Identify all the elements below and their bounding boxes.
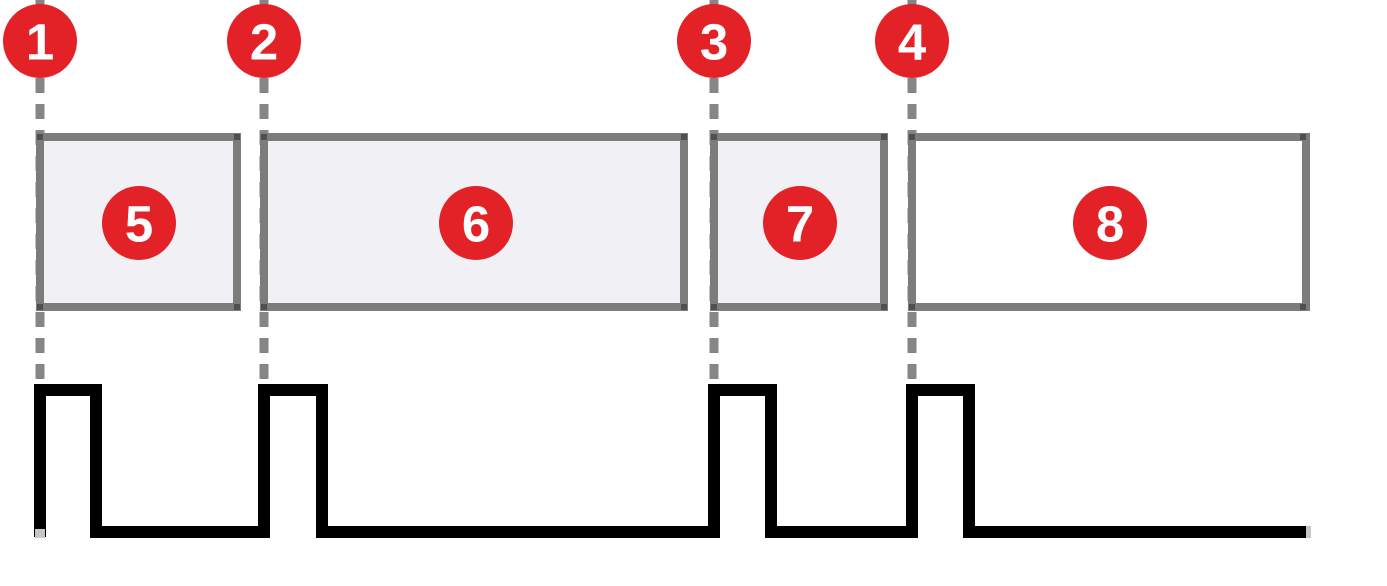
corner-overlap-dot xyxy=(1300,304,1306,310)
corner-overlap-dot xyxy=(881,304,887,310)
corner-overlap-dot xyxy=(881,134,887,140)
corner-overlap-dot xyxy=(711,134,717,140)
corner-overlap-dot xyxy=(261,134,267,140)
waveform-start-artifact xyxy=(35,529,45,538)
marker-3-number: 3 xyxy=(700,13,728,70)
corner-overlap-dot xyxy=(234,304,240,310)
callout-5: 5 xyxy=(102,186,176,260)
marker-3: 3 xyxy=(677,4,751,78)
callout-5-number: 5 xyxy=(125,195,153,252)
marker-1: 1 xyxy=(3,4,77,78)
callout-8-circle xyxy=(1073,186,1147,260)
corner-overlap-dot xyxy=(1300,134,1306,140)
marker-3-circle xyxy=(677,4,751,78)
corner-overlap-dot xyxy=(681,304,687,310)
callout-5-circle xyxy=(102,186,176,260)
marker-1-circle xyxy=(3,4,77,78)
marker-4-circle xyxy=(875,4,949,78)
callout-8: 8 xyxy=(1073,186,1147,260)
callout-6: 6 xyxy=(439,186,513,260)
corner-overlap-dot xyxy=(909,134,915,140)
marker-2: 2 xyxy=(227,4,301,78)
corner-overlap-dot xyxy=(909,304,915,310)
phase-box-7 xyxy=(710,133,888,311)
box-corner-artifacts xyxy=(37,134,1306,310)
marker-4-number: 4 xyxy=(898,13,927,70)
marker-2-number: 2 xyxy=(250,13,278,70)
corner-overlap-dot xyxy=(234,134,240,140)
corner-overlap-dot xyxy=(261,304,267,310)
corner-overlap-dot xyxy=(37,134,43,140)
callout-7-number: 7 xyxy=(786,195,814,252)
callout-8-number: 8 xyxy=(1096,195,1124,252)
marker-4: 4 xyxy=(875,4,949,78)
timeline-markers: 1 2 3 4 xyxy=(3,4,949,78)
callout-7: 7 xyxy=(763,186,837,260)
marker-2-circle xyxy=(227,4,301,78)
box-callouts: 5 6 7 8 xyxy=(102,186,1147,260)
corner-overlap-dot xyxy=(37,304,43,310)
callout-6-number: 6 xyxy=(462,195,490,252)
corner-overlap-dot xyxy=(711,304,717,310)
pulse-waveform xyxy=(34,384,1306,538)
waveform-end-cap xyxy=(1306,526,1311,538)
callout-6-circle xyxy=(439,186,513,260)
callout-7-circle xyxy=(763,186,837,260)
phase-box-8 xyxy=(908,133,1310,311)
marker-1-number: 1 xyxy=(26,13,54,70)
corner-overlap-dot xyxy=(681,134,687,140)
